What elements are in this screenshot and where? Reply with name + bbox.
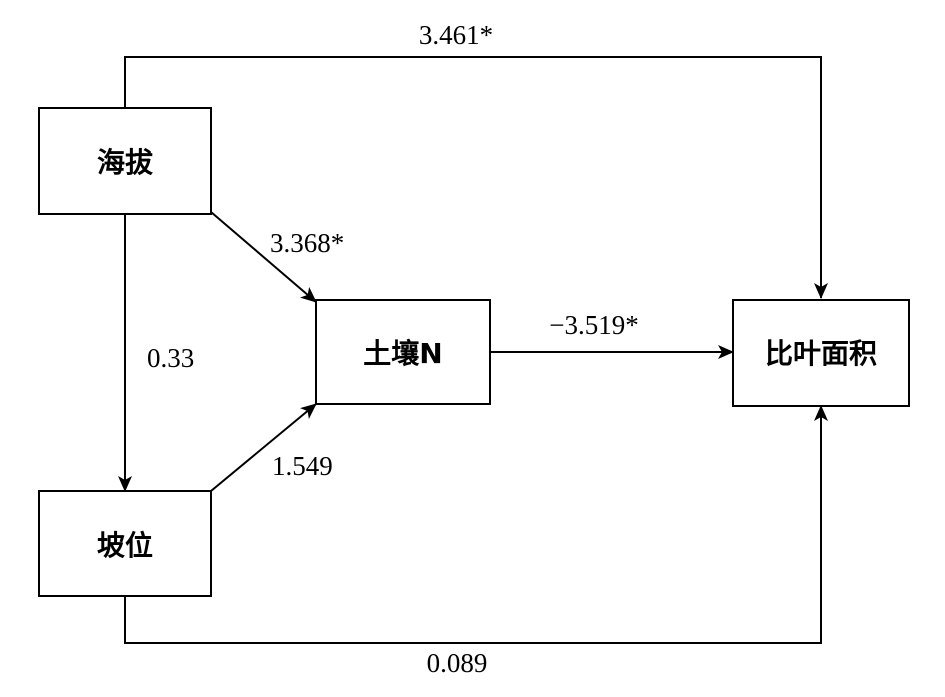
- node-slope-position: 坡位: [38, 490, 212, 597]
- edge-label-altitude-to-slope-position: 0.33: [147, 343, 194, 373]
- edge-altitude-to-sla: [124, 56, 828, 299]
- edge-slope-position-to-soil-n: [210, 403, 317, 492]
- edge-label-altitude-to-soil-n: 3.368*: [270, 228, 344, 258]
- node-sla: 比叶面积: [732, 299, 910, 407]
- node-label-slope-position: 坡位: [97, 529, 153, 562]
- node-label-soil-n: 土壤N: [363, 337, 442, 370]
- edge-altitude-to-soil-n: [210, 211, 317, 303]
- edge-label-slope-position-to-soil-n: 1.549: [272, 451, 333, 481]
- edge-slope-position-to-sla: [124, 405, 828, 644]
- edge-label-altitude-to-sla: 3.461*: [419, 20, 493, 50]
- node-label-altitude: 海拔: [97, 146, 154, 179]
- edge-label-slope-position-to-sla: 0.089: [427, 648, 488, 678]
- edge-label-soil-n-to-sla: −3.519*: [549, 310, 638, 340]
- node-soil-n: 土壤N: [315, 299, 491, 405]
- node-label-sla: 比叶面积: [765, 337, 877, 370]
- node-altitude: 海拔: [38, 107, 212, 215]
